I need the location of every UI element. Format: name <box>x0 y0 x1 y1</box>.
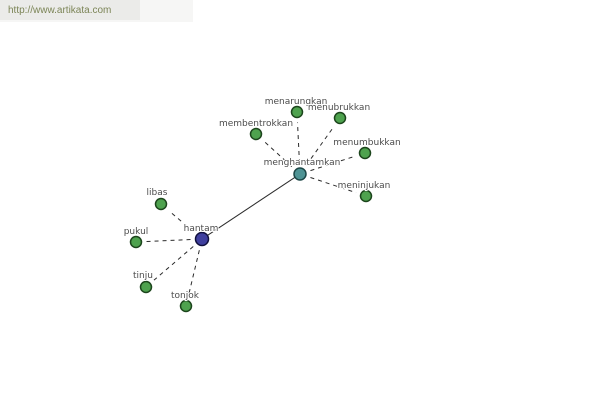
node-label-membentrokkan[interactable]: membentrokkan <box>218 118 294 130</box>
node-label-meninjukan[interactable]: meninjukan <box>337 180 392 192</box>
graph-nodes-layer <box>129 105 373 313</box>
edge-menghantamkan-menarungkan <box>297 122 300 164</box>
edge-hantam-tinju <box>153 246 194 281</box>
graph-edges-layer <box>146 122 357 296</box>
edge-menghantamkan-membentrokkan <box>263 140 293 167</box>
node-membentrokkan[interactable] <box>249 127 263 141</box>
node-menghantamkan[interactable] <box>293 167 307 181</box>
url-text: http://www.artikata.com <box>8 4 112 16</box>
node-hantam[interactable] <box>194 231 210 247</box>
node-tonjok[interactable] <box>179 299 193 313</box>
edge-menghantamkan-meninjukan <box>310 177 357 194</box>
node-label-tinju[interactable]: tinju <box>132 270 154 282</box>
node-menumbukkan[interactable] <box>358 146 372 160</box>
edge-hantam-pukul <box>146 239 191 243</box>
node-label-menumbukkan[interactable]: menumbukkan <box>332 137 401 149</box>
node-label-menubrukkan[interactable]: menubrukkan <box>307 102 371 114</box>
node-tinju[interactable] <box>139 280 153 294</box>
node-pukul[interactable] <box>129 235 143 249</box>
node-menarungkan[interactable] <box>290 105 304 119</box>
node-meninjukan[interactable] <box>359 189 373 203</box>
edge-hantam-libas <box>168 210 194 232</box>
node-menubrukkan[interactable] <box>333 111 347 125</box>
node-label-hantam[interactable]: hantam <box>183 223 220 235</box>
node-label-tonjok[interactable]: tonjok <box>170 290 201 302</box>
edge-hantam-tonjok <box>187 250 200 296</box>
node-libas[interactable] <box>154 197 168 211</box>
url-bar[interactable]: http://www.artikata.com <box>0 0 140 20</box>
node-label-menghantamkan[interactable]: menghantamkan <box>263 157 342 169</box>
node-label-pukul[interactable]: pukul <box>123 226 150 238</box>
edge-hantam-menghantamkan <box>207 176 296 236</box>
graph-labels-layer: hantam menghantamkan menarungkanmenubrukka… <box>123 96 402 302</box>
node-label-menarungkan[interactable]: menarungkan <box>264 96 329 108</box>
node-label-libas[interactable]: libas <box>146 187 169 199</box>
